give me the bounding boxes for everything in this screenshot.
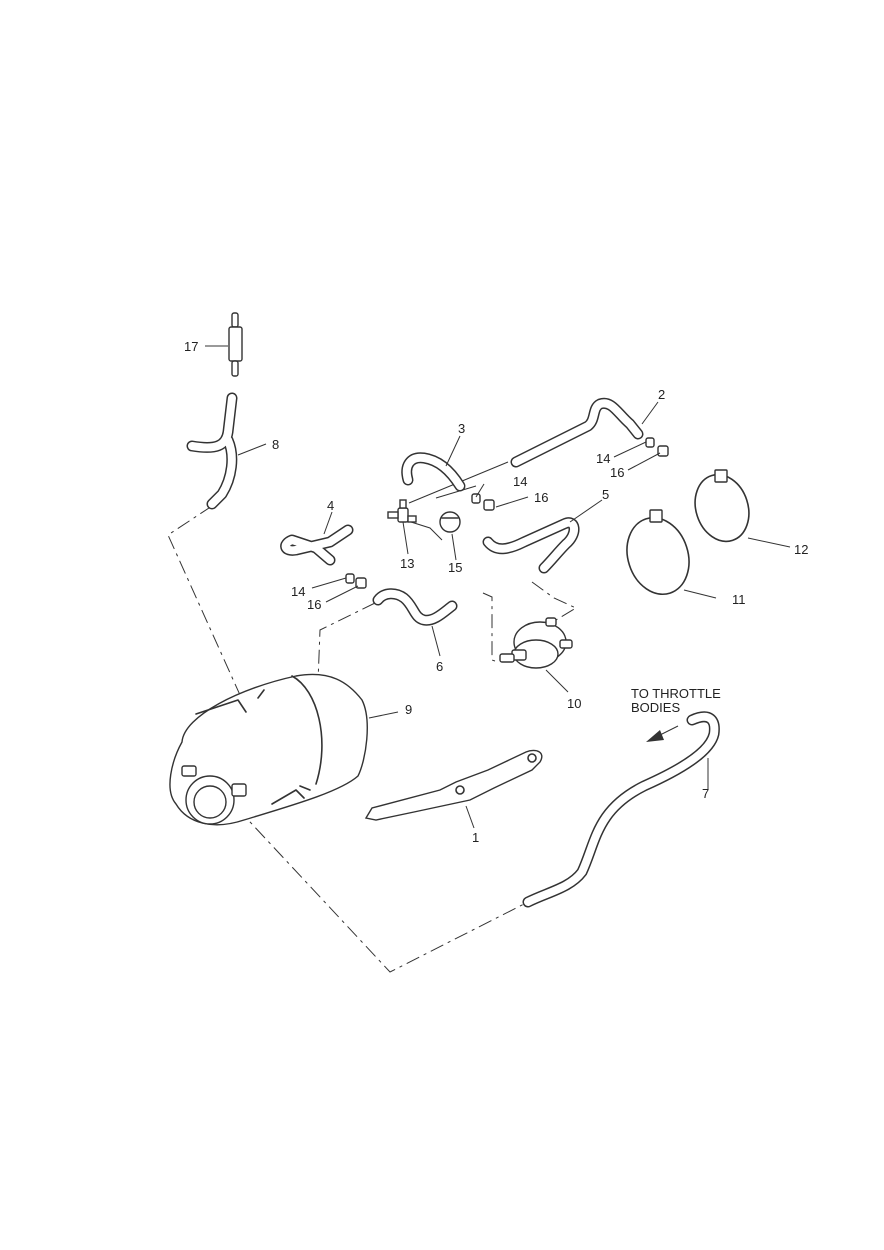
hose-4	[280, 524, 354, 566]
callout-5: 5	[602, 487, 609, 502]
callout-16-right: 16	[610, 465, 624, 480]
direction-arrow	[646, 725, 679, 742]
callout-labels: 17 8 2 3 4 5 14 16 14 16 13 15 14 16 6 1…	[184, 339, 808, 845]
note-line-2: BODIES	[631, 700, 680, 715]
callout-2: 2	[658, 387, 665, 402]
callout-4: 4	[327, 498, 334, 513]
hose-5	[482, 517, 580, 574]
callout-1: 1	[472, 830, 479, 845]
callout-9: 9	[405, 702, 412, 717]
hose-6	[372, 588, 458, 626]
hose-8	[186, 392, 238, 510]
callout-7: 7	[702, 786, 709, 801]
callout-14-middle: 14	[513, 474, 527, 489]
band-clamp-11	[626, 509, 690, 596]
note-line-1: TO THROTTLE	[631, 686, 721, 701]
callout-15: 15	[448, 560, 462, 575]
t-piece-13	[387, 499, 417, 523]
band-clamp-12	[694, 469, 750, 543]
hose-7	[522, 711, 720, 908]
clamps-14-16	[345, 437, 669, 589]
callout-6: 6	[436, 659, 443, 674]
callout-3: 3	[458, 421, 465, 436]
callout-11: 11	[732, 592, 746, 607]
leader-lines	[205, 345, 791, 829]
purge-valve-10	[499, 617, 573, 669]
callout-14-right: 14	[596, 451, 610, 466]
clip-15	[439, 511, 461, 533]
callout-16-middle: 16	[534, 490, 548, 505]
callout-17: 17	[184, 339, 198, 354]
charcoal-canister-9	[169, 673, 368, 826]
hose-2	[510, 397, 644, 468]
callout-16-left: 16	[307, 597, 321, 612]
hose-3	[401, 452, 466, 492]
callout-14-left: 14	[291, 584, 305, 599]
callout-12: 12	[794, 542, 808, 557]
callout-13: 13	[400, 556, 414, 571]
callout-8: 8	[272, 437, 279, 452]
inline-filter-17	[228, 312, 243, 377]
bracket-1	[364, 749, 543, 821]
callout-10: 10	[567, 696, 581, 711]
